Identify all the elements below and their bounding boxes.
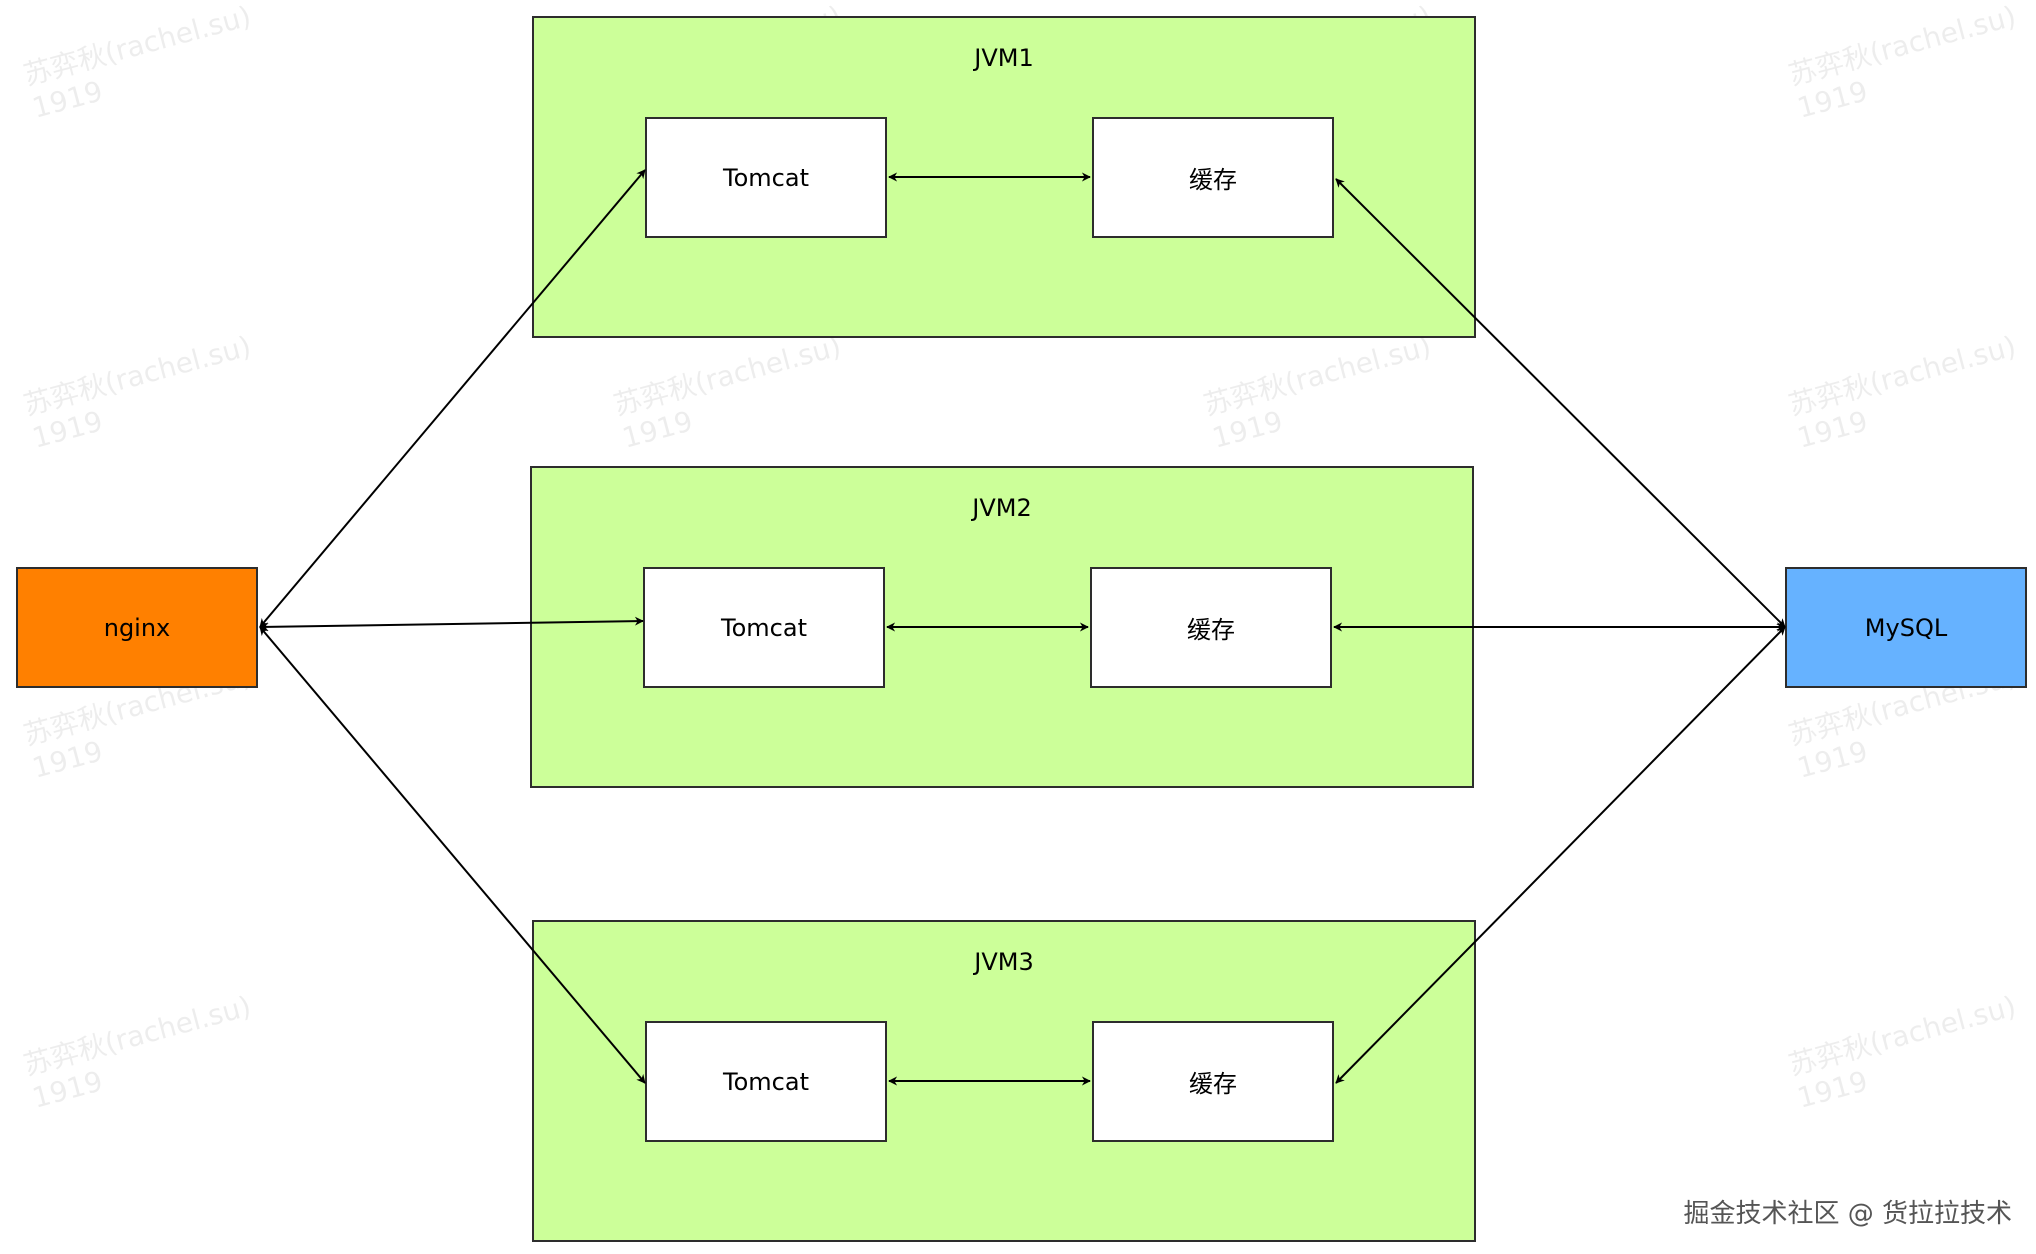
watermark: 苏弈秋(rachel.su)1919 bbox=[1200, 329, 1435, 455]
watermark: 苏弈秋(rachel.su)1919 bbox=[1785, 0, 2020, 125]
tomcat-node-3: Tomcat bbox=[645, 1021, 887, 1142]
watermark: 苏弈秋(rachel.su)1919 bbox=[20, 989, 255, 1115]
watermark: 苏弈秋(rachel.su)1919 bbox=[1785, 989, 2020, 1115]
tomcat-node-1: Tomcat bbox=[645, 117, 887, 238]
watermark: 苏弈秋(rachel.su)1919 bbox=[610, 329, 845, 455]
cache-node-3: 缓存 bbox=[1092, 1021, 1334, 1142]
watermark: 苏弈秋(rachel.su)1919 bbox=[20, 0, 255, 125]
nginx-node: nginx bbox=[16, 567, 258, 688]
tomcat-node-2: Tomcat bbox=[643, 567, 885, 688]
jvm-title: JVM1 bbox=[974, 44, 1034, 72]
jvm-title: JVM2 bbox=[972, 494, 1032, 522]
mysql-node: MySQL bbox=[1785, 567, 2027, 688]
watermark: 苏弈秋(rachel.su)1919 bbox=[1785, 329, 2020, 455]
cache-node-1: 缓存 bbox=[1092, 117, 1334, 238]
jvm-title: JVM3 bbox=[974, 948, 1034, 976]
footer-credit: 掘金技术社区 @ 货拉拉技术 bbox=[1683, 1199, 2012, 1229]
watermark: 苏弈秋(rachel.su)1919 bbox=[20, 329, 255, 455]
cache-node-2: 缓存 bbox=[1090, 567, 1332, 688]
